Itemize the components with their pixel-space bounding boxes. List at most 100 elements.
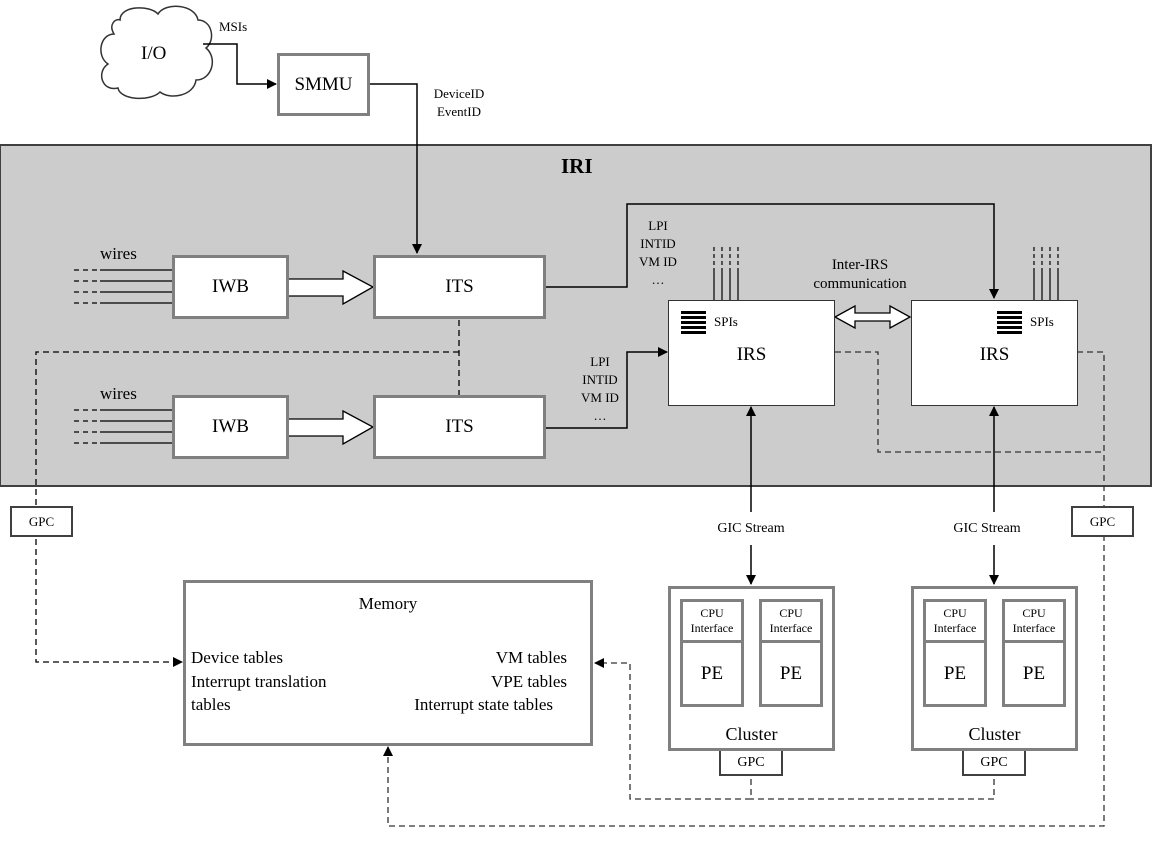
vm-id-label: VM ID [581,390,619,405]
its-to-memory-dashed-link [35,351,459,667]
cpu-interface-divider [762,640,820,643]
cluster-label: Cluster [968,724,1021,744]
cpu-interface-label: CPU Interface [926,606,984,636]
cpu-interface-label: CPU Interface [1005,606,1063,636]
pe-box[interactable]: CPU Interface PE [759,599,823,707]
irs-label: IRS [736,344,767,365]
spi-stack-icon [681,311,706,334]
spi-wires-irs2 [1033,247,1059,300]
pe-box[interactable]: CPU Interface PE [923,599,987,707]
wires-bottom [74,409,174,444]
vpe-tables-label: VPE tables [490,671,567,691]
device-id-label: DeviceID [433,86,485,101]
event-id-label: EventID [436,104,482,119]
iwb-to-its-arrow-bottom [287,409,375,446]
pe-label: PE [1022,663,1046,684]
interrupt-translation-label: Interrupt translation [191,671,327,691]
spis-label: SPIs [1030,314,1054,329]
vm-tables-label: VM tables [495,648,567,667]
irs-label: IRS [979,344,1010,365]
gpc-box-right[interactable]: GPC [1071,506,1134,537]
interface-line: Interface [690,621,734,635]
cpu-line: CPU [943,606,967,620]
smmu-to-its-connector [370,83,422,254]
cluster-gpc-to-memory-dashed-link [594,658,752,800]
memory-box[interactable]: Memory Device tables Interrupt translati… [183,580,593,746]
spi-wires-irs1 [713,247,739,300]
cpu-interface-divider [926,640,984,643]
its-to-irs1-connector [546,347,668,429]
interface-line: Interface [769,621,813,635]
msis-label: MSIs [219,19,248,34]
inter-irs-label: Inter-IRS communication [795,256,925,294]
interface-line: Interface [933,621,977,635]
irs-box-2[interactable]: SPIs IRS [911,300,1078,406]
memory-right-items: VM tables VPE tables Interrupt state tab… [414,646,567,717]
gpc-label: GPC [1089,513,1116,529]
its-box-bottom[interactable]: ITS [373,395,546,459]
gic-stream-label-1: GIC Stream [717,521,785,536]
memory-left-items: Device tables Interrupt translation tabl… [191,646,327,717]
cluster-box-2[interactable]: CPU Interface PE CPU Interface PE Cluste… [911,586,1078,751]
cluster-box-1[interactable]: CPU Interface PE CPU Interface PE Cluste… [668,586,835,751]
irs2-gpc-dashed-link [383,351,1105,827]
pe-box[interactable]: CPU Interface PE [1002,599,1066,707]
cluster2-gpc-dashed-link [751,779,995,800]
its-label: ITS [445,276,474,297]
gpc-label: GPC [28,513,55,529]
pe-label: PE [943,663,967,684]
cluster-label: Cluster [725,724,778,744]
wires-label-bottom: wires [100,384,137,403]
iwb-to-its-arrow-top [287,269,375,306]
device-tables-label: Device tables [191,648,284,667]
cpu-interface-label: CPU Interface [762,606,820,636]
lpi-label: LPI [590,354,610,369]
cpu-line: CPU [779,606,803,620]
cpu-interface-divider [683,640,741,643]
iri-title: IRI [561,154,593,178]
iwb-label: IWB [212,416,249,437]
gpc-box-left[interactable]: GPC [10,506,73,537]
iwb-label: IWB [212,276,249,297]
its-box-top[interactable]: ITS [373,255,546,319]
tables-label: tables [191,695,231,714]
smmu-box[interactable]: SMMU [277,53,370,116]
inter-irs-double-arrow [833,304,912,330]
pe-box[interactable]: CPU Interface PE [680,599,744,707]
msi-connector [203,43,277,89]
ellipsis-label: … [593,408,607,423]
its-to-irs1-labels: LPI INTID VM ID … [570,353,630,425]
smmu-output-labels: DeviceID EventID [424,85,494,121]
lpi-label: LPI [648,218,668,233]
interface-line: Interface [1012,621,1056,635]
inter-irs-line2: communication [813,276,907,292]
io-cloud-icon [100,5,214,100]
irs1-gpc-dashed-link [835,351,1104,453]
iwb-box-bottom[interactable]: IWB [172,395,289,459]
spi-stack-icon [997,311,1022,334]
inter-irs-line1: Inter-IRS [831,257,889,273]
iwb-box-top[interactable]: IWB [172,255,289,319]
cpu-line: CPU [1022,606,1046,620]
spis-label: SPIs [714,314,738,329]
wires-label-top: wires [100,244,137,263]
cpu-interface-label: CPU Interface [683,606,741,636]
ellipsis-label: … [651,272,665,287]
gpc-label: GPC [737,754,765,770]
pe-label: PE [779,663,803,684]
smmu-label: SMMU [294,73,353,95]
wires-top [74,269,174,304]
gic-stream-label-2: GIC Stream [953,521,1021,536]
irs-box-1[interactable]: SPIs IRS [668,300,835,406]
intid-label: INTID [582,372,618,387]
gpc-box-cluster-1[interactable]: GPC [719,749,783,776]
gpc-label: GPC [980,754,1008,770]
its-label: ITS [445,416,474,437]
its-to-irs2-connector [546,203,999,299]
io-label: I/O [141,43,167,64]
gpc-box-cluster-2[interactable]: GPC [962,749,1026,776]
pe-label: PE [700,663,724,684]
cpu-interface-divider [1005,640,1063,643]
vm-id-label: VM ID [639,254,677,269]
cpu-line: CPU [700,606,724,620]
